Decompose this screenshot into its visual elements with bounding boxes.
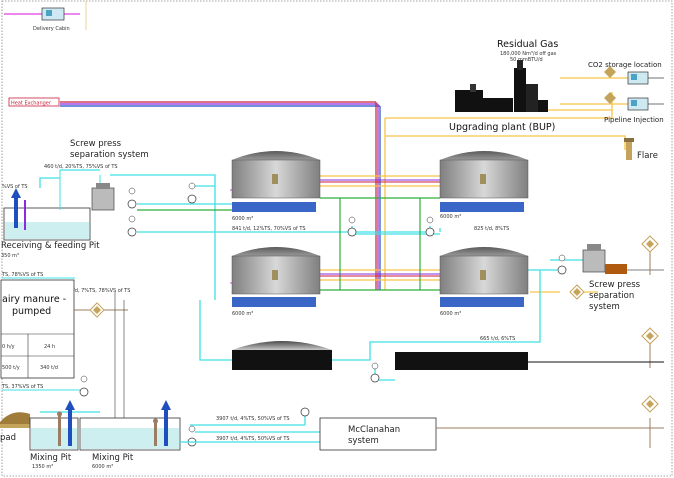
receiving-pit-label: Receiving & feeding Pit bbox=[1, 241, 100, 251]
pump-mcclanahan[interactable] bbox=[300, 407, 310, 417]
residual-gas-note1: 180,000 Nm³/d off gas bbox=[500, 51, 557, 57]
flare-label: Flare bbox=[637, 151, 658, 161]
digester-bottom-right bbox=[439, 247, 529, 307]
receiving-pit-vol: 350 m³ bbox=[1, 253, 19, 259]
dairy-cell-3: 500 t/y bbox=[2, 365, 20, 371]
heat-lines bbox=[60, 101, 381, 290]
pump-mixing-1[interactable] bbox=[79, 375, 89, 397]
dairy-cell-2: 24 h bbox=[44, 344, 55, 350]
pump-digester-1[interactable] bbox=[347, 216, 357, 237]
residual-gas-label: Residual Gas bbox=[497, 39, 558, 50]
digester-top-left bbox=[231, 151, 321, 212]
valve-right-1[interactable] bbox=[641, 235, 659, 275]
feed-valve-diamond[interactable] bbox=[74, 302, 128, 318]
mixing-pit-2-label: Mixing Pit bbox=[92, 453, 134, 463]
flow-78-label: TS, 78%VS of TS bbox=[1, 272, 43, 278]
digester-bottom-left bbox=[231, 247, 321, 307]
valve-right-2[interactable] bbox=[641, 327, 659, 368]
receiving-pit bbox=[3, 170, 91, 241]
screw-press-1 bbox=[91, 175, 115, 211]
flow-841-label: 841 t/d, 12%TS, 70%VS of TS bbox=[232, 226, 306, 232]
pad-label: pad bbox=[0, 433, 16, 443]
pipeline-injection-unit bbox=[604, 92, 664, 111]
flow-37-label: TS, 37%VS of TS bbox=[1, 384, 43, 390]
pump-receiving-1[interactable] bbox=[127, 187, 137, 209]
mixing-pit-1-label: Mixing Pit bbox=[30, 453, 72, 463]
flow-825-label: 825 t/d, 8%TS bbox=[474, 226, 509, 232]
mcclanahan-line1: McClanahan bbox=[348, 425, 400, 435]
flare-unit bbox=[624, 138, 634, 160]
valve-screw-2-outlet[interactable] bbox=[569, 284, 585, 300]
mcclanahan-system bbox=[319, 417, 664, 451]
pump-top-cyan[interactable] bbox=[187, 182, 197, 204]
mixing-pit-1-vol: 1350 m³ bbox=[32, 464, 53, 470]
residual-gas-note2: 50 mmBTU/d bbox=[510, 57, 543, 63]
dairy-title-line1: airy manure - bbox=[2, 294, 66, 305]
delivery-cabin: Delivery Cabin bbox=[4, 1, 87, 32]
dairy-cell-4: 340 t/d bbox=[40, 365, 58, 371]
delivery-cabin-label: Delivery Cabin bbox=[33, 26, 70, 32]
pad-heap bbox=[0, 412, 30, 428]
co2-storage-unit bbox=[604, 66, 664, 85]
co2-storage-label: CO2 storage location bbox=[588, 61, 662, 69]
digester-br-vol: 6000 m³ bbox=[440, 311, 461, 317]
heat-exchanger-box bbox=[8, 97, 60, 107]
screw-press-1-line2: separation system bbox=[70, 150, 149, 160]
flow-ts-label: %VS of TS bbox=[2, 184, 28, 190]
pump-screw-press-2[interactable] bbox=[557, 254, 567, 275]
screw-press-1-line1: Screw press bbox=[70, 139, 122, 149]
heat-exchanger-label: Heat Exchanger bbox=[11, 101, 52, 107]
digester-top-right bbox=[439, 151, 529, 212]
mixing-pit-2-vol: 6000 m³ bbox=[92, 464, 113, 470]
storage-lagoon bbox=[232, 341, 332, 370]
screw-press-2-line3: system bbox=[589, 302, 620, 312]
flow-460-label: 460 t/d, 20%TS, 75%VS of TS bbox=[44, 164, 118, 170]
digester-tr-vol: 6000 m³ bbox=[440, 214, 461, 220]
pump-digester-2[interactable] bbox=[425, 216, 435, 237]
screw-press-2 bbox=[582, 244, 664, 274]
screw-press-2-line1: Screw press bbox=[589, 280, 641, 290]
valve-right-3[interactable] bbox=[641, 395, 659, 448]
upgrading-plant-label: Upgrading plant (BUP) bbox=[449, 122, 555, 133]
dairy-cell-1: 0 h/y bbox=[2, 344, 15, 350]
flow-3907b-label: 3907 t/d, 4%TS, 50%VS of TS bbox=[216, 436, 290, 442]
dairy-title-line2: pumped bbox=[12, 306, 51, 317]
upgrading-plant bbox=[455, 60, 548, 112]
flow-3907-label: 3907 t/d, 4%TS, 50%VS of TS bbox=[216, 416, 290, 422]
digester-tl-vol: 6000 m³ bbox=[232, 216, 253, 222]
mixing-pit-2 bbox=[65, 400, 181, 451]
mcclanahan-line2: system bbox=[348, 436, 379, 446]
flow-395-label: 395 t/d, 7%TS, 78%VS of TS bbox=[60, 288, 130, 294]
screw-press-2-line2: separation bbox=[589, 291, 634, 301]
pump-mixing-2[interactable] bbox=[187, 425, 197, 447]
dairy-manure-table bbox=[0, 279, 75, 379]
pipeline-injection-label: Pipeline Injection bbox=[604, 116, 664, 124]
recirc-lines bbox=[137, 197, 440, 291]
flow-665-label: 665 t/d, 6%TS bbox=[480, 336, 515, 342]
pump-receiving-2[interactable] bbox=[127, 215, 137, 237]
effluent-lagoon bbox=[395, 352, 664, 370]
digester-bl-vol: 6000 m³ bbox=[232, 311, 253, 317]
pump-lagoon[interactable] bbox=[370, 362, 380, 383]
